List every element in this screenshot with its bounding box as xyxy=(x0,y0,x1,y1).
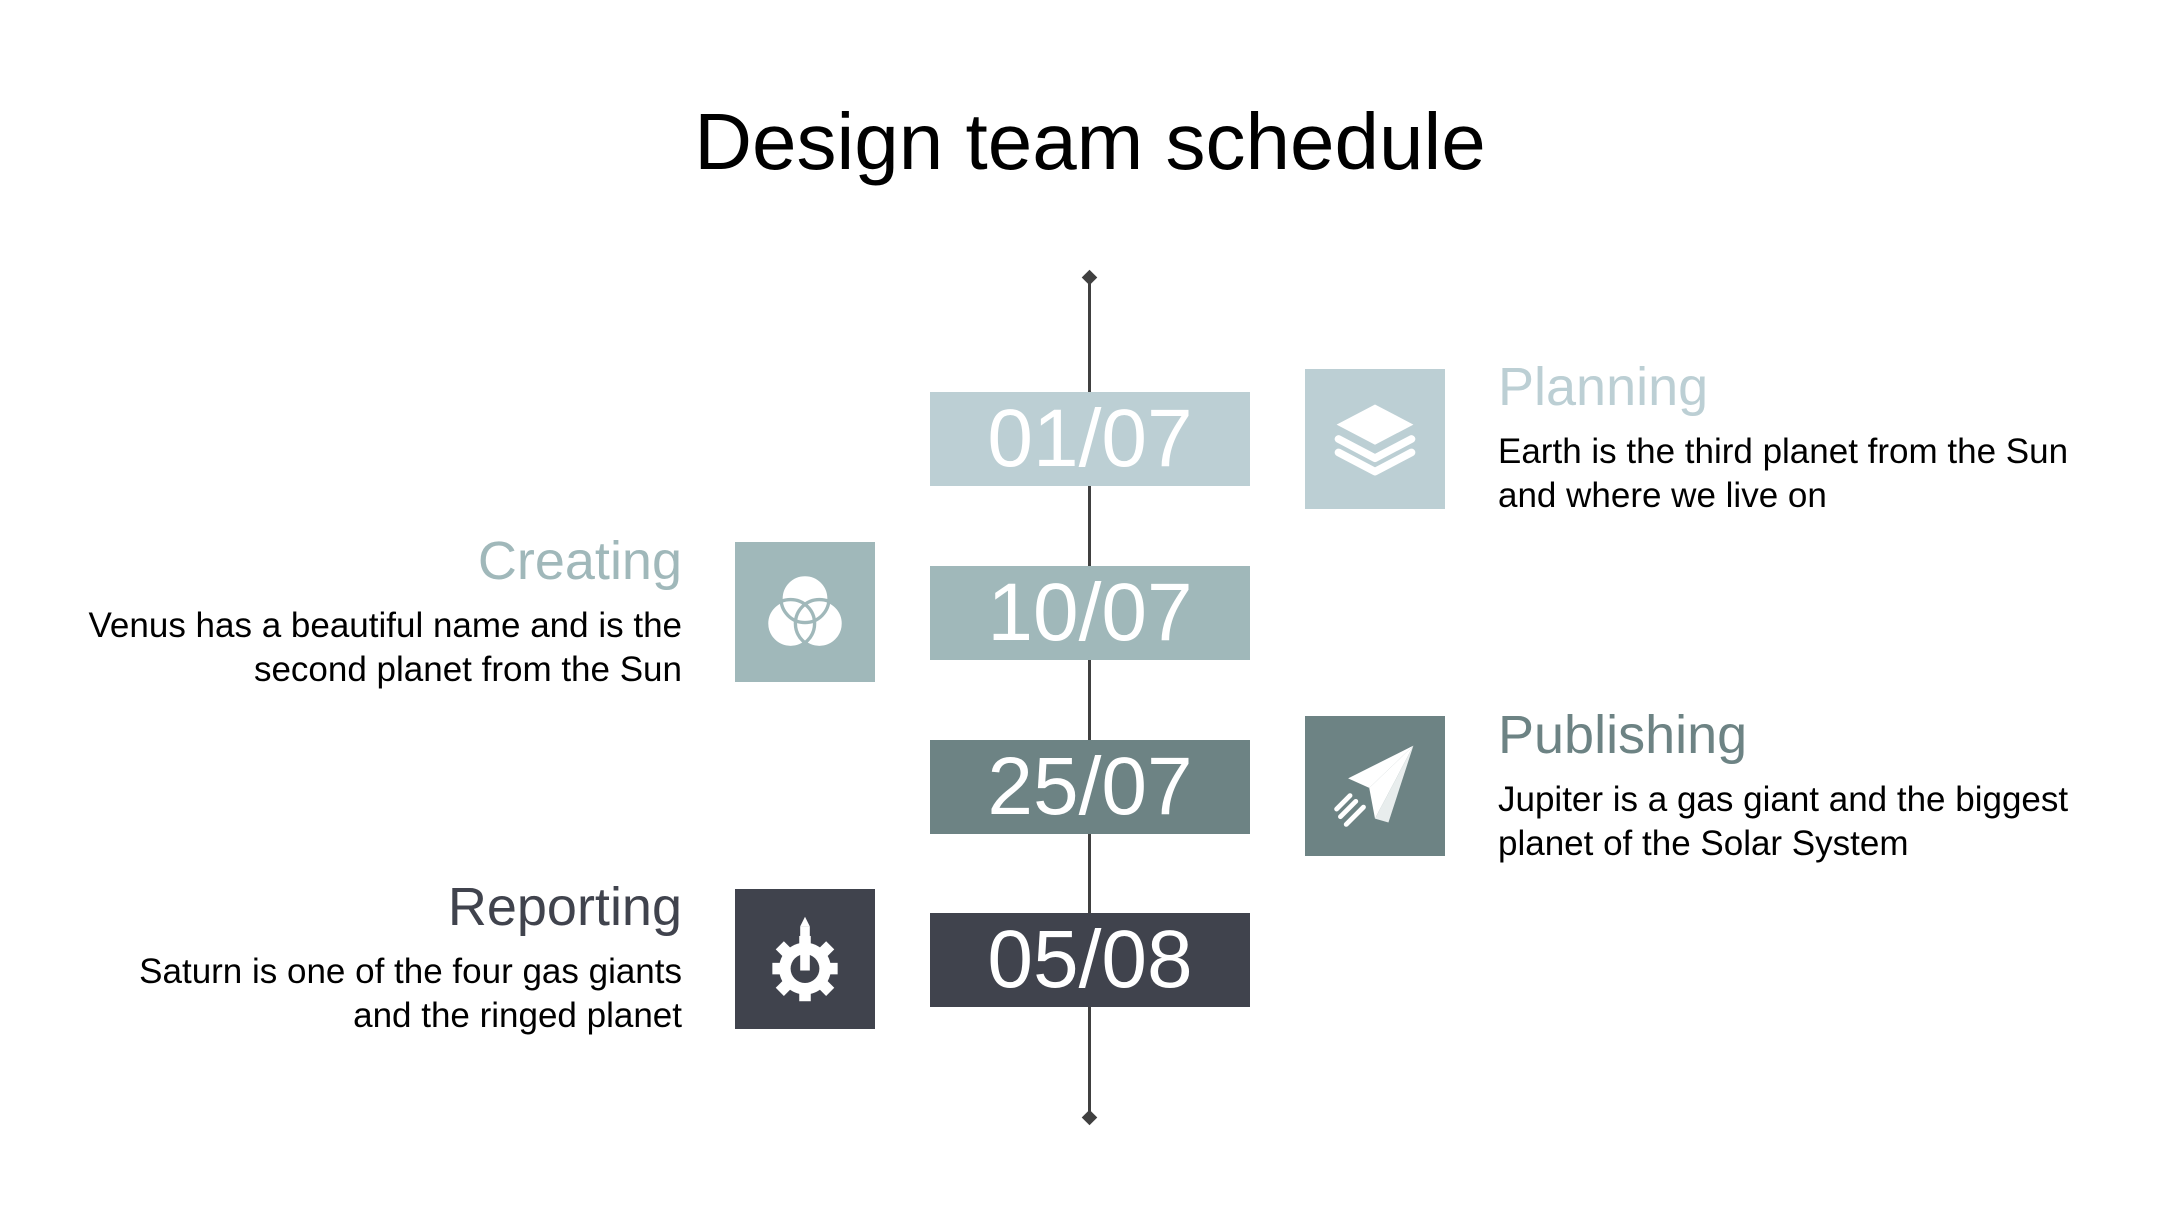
slide-title: Design team schedule xyxy=(694,97,1486,186)
heading-reporting: Reporting xyxy=(447,877,682,937)
timeline-axis-bottom-cap xyxy=(1081,1109,1098,1126)
icon-box-reporting xyxy=(735,889,875,1029)
heading-planning: Planning xyxy=(1498,357,1709,417)
icon-box-publishing xyxy=(1305,716,1445,856)
description-planning: Earth is the third planet from the Sun a… xyxy=(1498,432,2069,515)
layers-icon xyxy=(1334,404,1416,476)
description-reporting: Saturn is one of the four gas giants and… xyxy=(139,952,682,1035)
heading-publishing: Publishing xyxy=(1498,705,1748,765)
description-publishing: Jupiter is a gas giant and the biggest p… xyxy=(1498,780,2069,863)
timeline-axis-top-cap xyxy=(1081,269,1098,286)
icon-box-planning xyxy=(1305,369,1445,509)
date-box-creating: 10/07 xyxy=(930,566,1250,660)
venn-circles-icon xyxy=(764,572,846,650)
description-creating: Venus has a beautiful name and is the se… xyxy=(88,606,682,689)
gear-icon xyxy=(772,916,838,1002)
date-box-publishing: 25/07 xyxy=(930,740,1250,834)
date-box-reporting: 05/08 xyxy=(930,913,1250,1007)
paper-plane-icon xyxy=(1334,745,1414,827)
heading-creating: Creating xyxy=(477,531,682,591)
date-box-planning: 01/07 xyxy=(930,392,1250,486)
timeline-axis xyxy=(1088,280,1091,1118)
icon-box-creating xyxy=(735,542,875,682)
